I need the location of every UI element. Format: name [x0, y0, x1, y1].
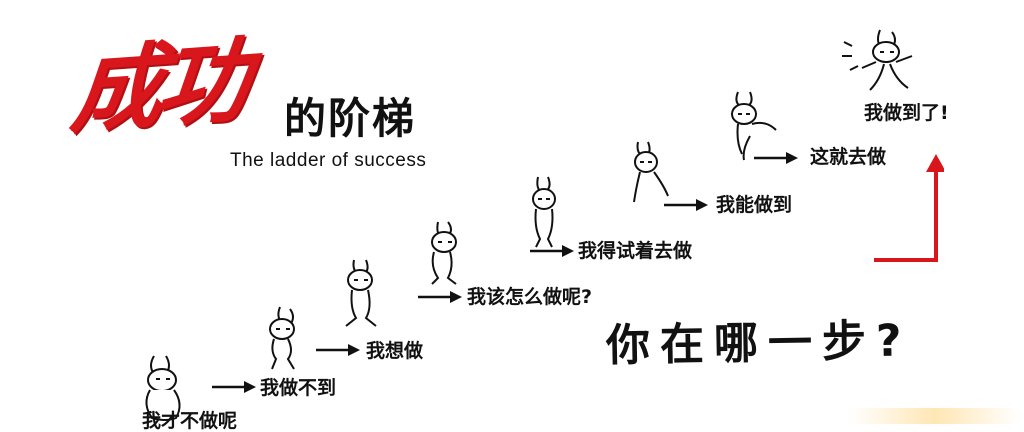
arrow-right-icon	[418, 291, 462, 303]
rabbit-figure-icon	[431, 221, 457, 285]
red-up-arrow-icon	[874, 154, 944, 262]
arrow-right-icon	[664, 199, 708, 211]
step-label: 我做不到	[260, 377, 337, 399]
arrow-right-icon	[530, 245, 574, 257]
step-label: 我想做	[366, 340, 424, 362]
rabbit-figure-icon	[532, 176, 556, 248]
rabbit-figure-icon	[731, 91, 777, 161]
rabbit-figure-icon	[633, 141, 669, 203]
rabbit-figure-icon	[269, 306, 295, 370]
question-text: 你在哪一步?	[605, 315, 912, 372]
title-sub: 的阶梯	[284, 94, 417, 143]
arrow-right-icon	[316, 344, 360, 356]
title-english: The ladder of success	[230, 150, 427, 171]
arrow-right-icon	[754, 152, 798, 164]
arrow-right-icon	[212, 381, 256, 393]
step-label: 这就去做	[810, 146, 887, 168]
step-label: 我该怎么做呢?	[467, 286, 593, 308]
watermark-strip	[850, 408, 1020, 424]
rabbit-figure-icon	[842, 29, 913, 91]
step-label: 我才不做呢	[142, 410, 238, 432]
step-label: 我得试着去做	[578, 240, 693, 262]
step-label: 我能做到	[716, 194, 793, 216]
title-main: 成功	[66, 25, 250, 147]
rabbit-figure-icon	[345, 259, 377, 327]
rabbit-figure-icon	[145, 355, 181, 421]
step-label: 我做到了!	[864, 102, 949, 124]
